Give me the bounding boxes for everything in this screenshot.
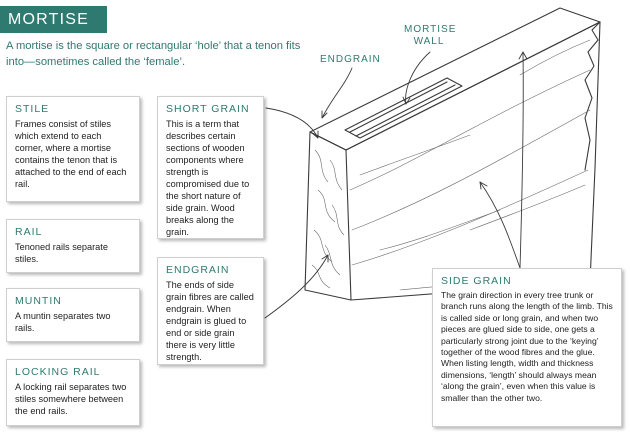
short-grain-box: SHORT GRAIN This is a term that describe… — [157, 96, 264, 239]
side-grain-box: SIDE GRAIN The grain direction in every … — [432, 268, 622, 427]
pointer-endgrain-box — [264, 254, 329, 319]
muntin-text: A muntin separates two rails. — [15, 311, 111, 333]
rail-heading: RAIL — [15, 226, 43, 238]
short-grain-text: This is a term that describes certain se… — [166, 119, 250, 237]
block-front-face — [345, 21, 601, 301]
mortise-wall-label: MORTISE WALL — [404, 24, 457, 48]
endgrain-texture — [311, 149, 345, 289]
locking-rail-text: A locking rail separates two stiles some… — [15, 382, 127, 416]
pointer-mortise-wall — [405, 51, 431, 105]
block-end-face — [304, 131, 352, 301]
endgrain-heading: ENDGRAIN — [166, 264, 230, 276]
intro-text: A mortise is the square or rectangular ‘… — [6, 40, 301, 68]
page-title: MORTISE — [0, 6, 107, 33]
stile-heading: STILE — [15, 103, 50, 115]
mortise-wall-label-line1: MORTISE — [404, 24, 457, 35]
block-broken-end — [584, 21, 601, 171]
mortise-wall-label-line2: WALL — [413, 36, 445, 47]
muntin-heading: MUNTIN — [15, 295, 62, 307]
locking-rail-heading: LOCKING RAIL — [15, 366, 101, 378]
pointer-side-grain-b — [519, 51, 524, 269]
pointer-short-grain — [265, 107, 319, 139]
stile-box: STILE Frames consist of stiles which ext… — [6, 96, 140, 202]
stile-text: Frames consist of stiles which extend to… — [15, 119, 127, 189]
locking-rail-box: LOCKING RAIL A locking rail separates tw… — [6, 359, 140, 426]
endgrain-text: The ends of side grain fibres are called… — [166, 280, 254, 362]
rail-text: Tenoned rails separate stiles. — [15, 242, 108, 264]
pointer-side-grain-a — [479, 181, 521, 269]
mortise-hole — [344, 77, 463, 139]
side-grain-text: The grain direction in every tree trunk … — [441, 290, 613, 403]
short-grain-heading: SHORT GRAIN — [166, 103, 250, 115]
side-grain-heading: SIDE GRAIN — [441, 275, 512, 287]
endgrain-label: ENDGRAIN — [320, 54, 381, 65]
rail-box: RAIL Tenoned rails separate stiles. — [6, 219, 140, 273]
endgrain-box: ENDGRAIN The ends of side grain fibres a… — [157, 257, 264, 365]
pointer-endgrain-top — [321, 67, 353, 119]
side-grain-lines — [349, 39, 591, 291]
muntin-box: MUNTIN A muntin separates two rails. — [6, 288, 140, 342]
